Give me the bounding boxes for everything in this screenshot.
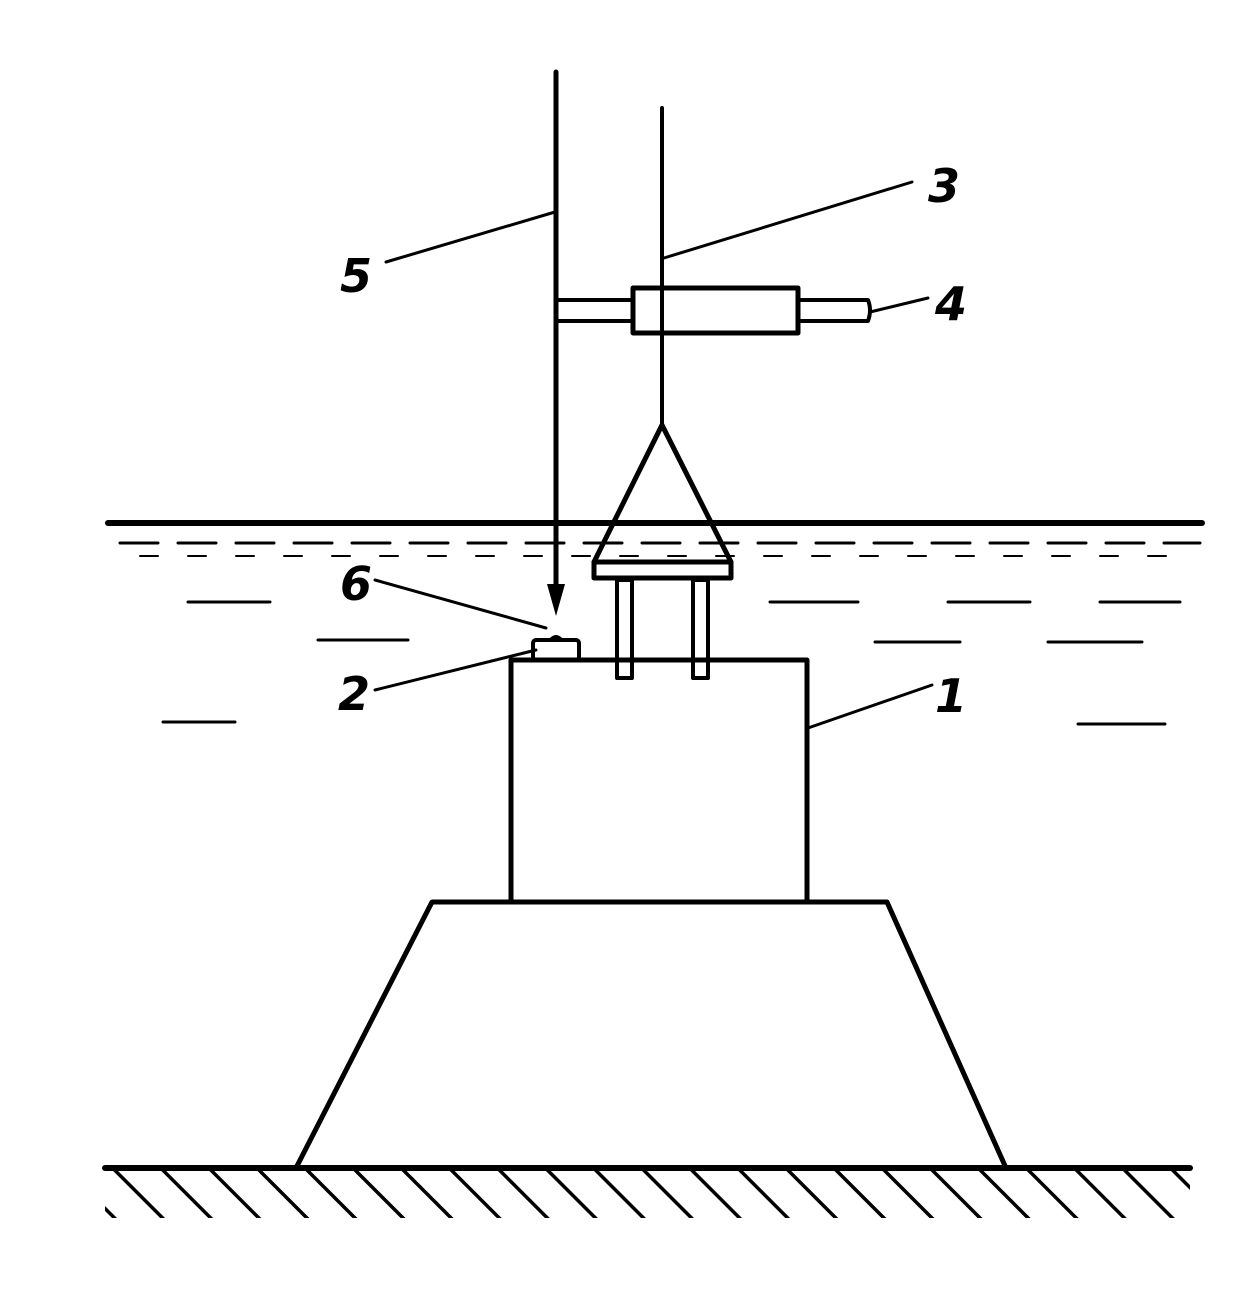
leader-1 <box>806 683 934 730</box>
foundation-base <box>293 899 1009 1171</box>
plumb-cone <box>591 422 734 581</box>
clamp-block <box>630 285 801 336</box>
label-6: 6 <box>340 557 372 611</box>
cone-body <box>591 422 734 565</box>
cone-legs <box>615 578 710 680</box>
target-pad <box>531 638 581 662</box>
target-point <box>548 635 564 640</box>
seabed-hatching <box>105 1170 1190 1218</box>
label-4: 4 <box>934 277 967 331</box>
leader-6 <box>373 578 548 630</box>
leader-lines <box>373 180 934 730</box>
label-3: 3 <box>928 159 960 213</box>
leader-3 <box>662 180 914 260</box>
part-labels: 1 2 3 4 5 6 <box>338 159 967 723</box>
clamp-assembly <box>554 285 872 336</box>
leader-2 <box>373 648 538 692</box>
pier-block <box>508 657 810 905</box>
label-2: 2 <box>338 667 370 721</box>
cone-leg-left <box>615 578 634 680</box>
leader-5 <box>384 210 557 264</box>
arm-extension <box>796 298 872 323</box>
label-5: 5 <box>340 249 372 303</box>
sight-rod-arrowhead <box>547 584 565 616</box>
leader-4 <box>868 296 930 314</box>
seabed <box>102 1165 1193 1218</box>
label-1: 1 <box>935 669 967 723</box>
water-surface <box>105 520 1205 726</box>
cone-leg-right <box>691 578 710 680</box>
